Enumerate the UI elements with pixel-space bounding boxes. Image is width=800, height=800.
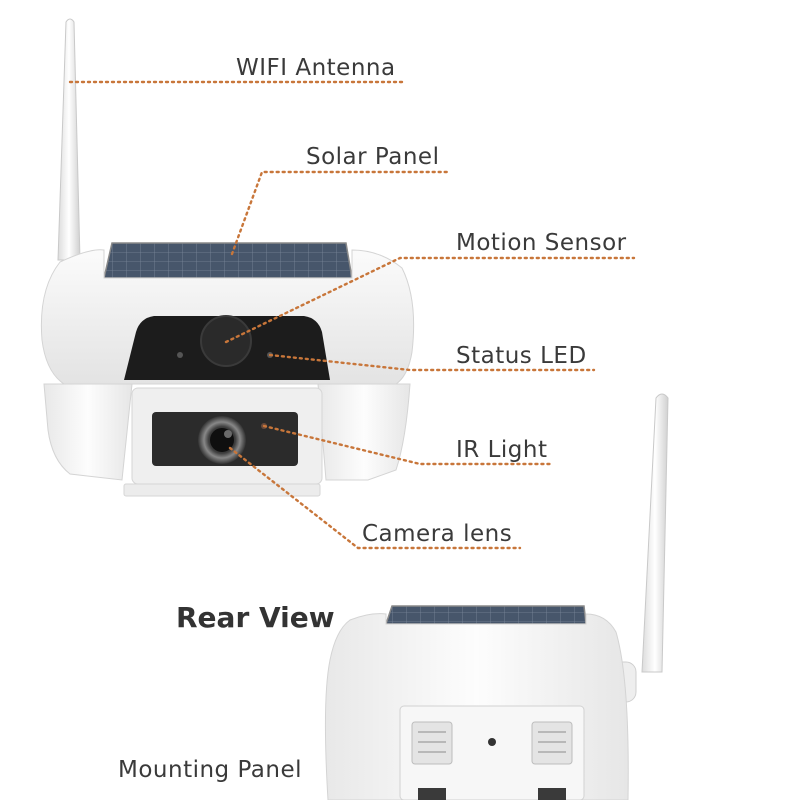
mount-clip-left-ridges	[418, 731, 446, 753]
rear-view-heading: Rear View	[176, 601, 335, 634]
rear-solar-panel	[384, 605, 587, 625]
mount-slot-right	[538, 788, 566, 800]
left-led-dot	[177, 352, 183, 358]
label-ir-light: IR Light	[456, 437, 548, 463]
label-wifi-antenna: WIFI Antenna	[236, 55, 396, 81]
mount-slot-left	[418, 788, 446, 800]
leader-status-led	[268, 353, 596, 372]
leader-lines	[68, 80, 636, 550]
front-antenna	[57, 18, 81, 261]
mount-hole	[488, 738, 496, 746]
front-camera	[40, 18, 415, 497]
front-base	[123, 483, 321, 497]
front-housing-right	[317, 383, 411, 481]
label-mounting-panel: Mounting Panel	[118, 757, 303, 783]
mount-clip-right-ridges	[538, 731, 566, 753]
leader-solar-panel	[230, 170, 450, 256]
label-motion-sensor: Motion Sensor	[456, 230, 627, 256]
camera-lens-reflection	[224, 430, 232, 438]
leader-ir-light	[262, 424, 552, 466]
leader-motion-sensor	[224, 256, 636, 344]
label-solar-panel: Solar Panel	[306, 144, 440, 170]
label-status-led: Status LED	[456, 343, 587, 369]
front-solar-panel	[103, 242, 353, 279]
leader-camera-lens	[228, 446, 522, 550]
label-camera-lens: Camera lens	[362, 521, 513, 547]
rear-camera	[324, 393, 669, 800]
rear-antenna	[641, 393, 669, 673]
front-housing-left	[43, 383, 133, 481]
